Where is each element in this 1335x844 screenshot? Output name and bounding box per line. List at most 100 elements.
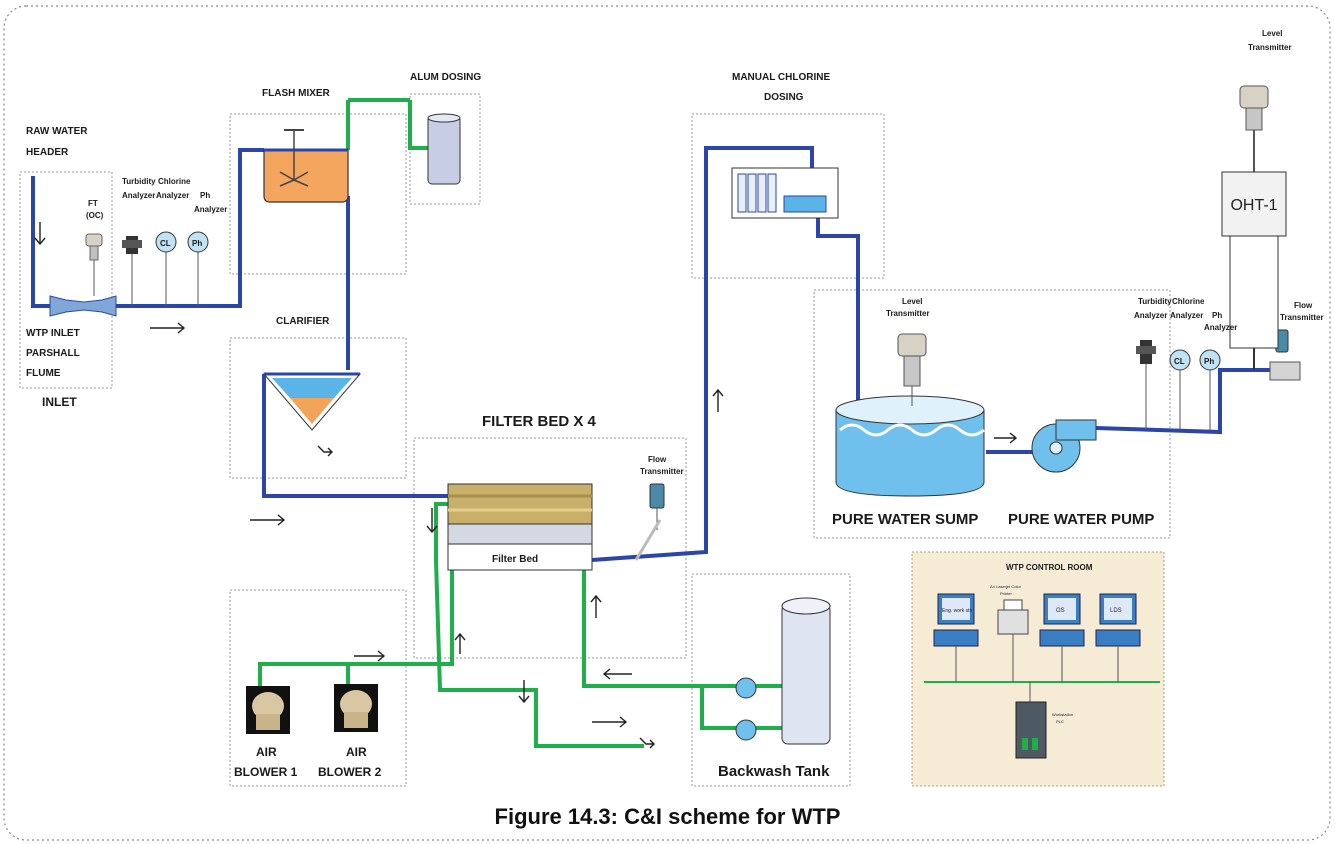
flow-arrows	[34, 222, 1018, 749]
chlorine-label-1: Chlorine	[158, 177, 191, 186]
pure-water-sump-label: PURE WATER SUMP	[832, 511, 978, 528]
chlorine-to-sump-pipe	[816, 210, 860, 416]
sump-level-label-2: Transmitter	[886, 309, 930, 318]
chlorine-label-2: Analyzer	[156, 191, 189, 200]
air-blower-1-label-2: BLOWER 1	[234, 765, 298, 779]
raw-water-header-label-1: RAW WATER	[26, 126, 88, 137]
chlorine-2-label-1: Chlorine	[1172, 297, 1205, 306]
cr-eng-label: Eng. work stn	[942, 608, 973, 614]
raw-water-pipe	[31, 148, 264, 308]
oht-flow-label-2: Transmitter	[1280, 313, 1324, 322]
cr-printer-label-1: A4 Laserjet Color	[990, 584, 1022, 589]
flow-transmitter-label-1: Flow	[648, 455, 667, 464]
backwash-tank	[781, 597, 831, 745]
clarifier-box	[229, 337, 407, 479]
backwash-tank-label: Backwash Tank	[718, 763, 830, 780]
cr-printer-label-2: Printer	[1000, 591, 1012, 596]
wtp-inlet-label-2: PARSHALL	[26, 348, 80, 359]
backwash-pump2-pipe	[700, 686, 740, 730]
oht-level-label-1: Level	[1262, 29, 1282, 38]
chlorine-dosing-unit	[731, 167, 839, 219]
alum-tank	[427, 113, 461, 185]
air-blower-1-label-1: AIR	[256, 745, 277, 759]
cr-plc-label-1: Workstation	[1052, 712, 1073, 717]
backwash-return-pipe	[582, 560, 736, 688]
manual-chlorine-label-2: DOSING	[764, 92, 804, 103]
chlorine-2-label-2: Analyzer	[1170, 311, 1203, 320]
flash-mixer-label: FLASH MIXER	[262, 88, 331, 99]
cr-os-label: OS	[1056, 608, 1065, 614]
wtp-inlet-label-1: WTP INLET	[26, 328, 80, 339]
turbidity-label-1: Turbidity	[122, 177, 156, 186]
outer-frame	[3, 5, 1331, 841]
backwash-pump-2-icon	[735, 719, 757, 741]
turbidity-2-label-2: Analyzer	[1134, 311, 1167, 320]
filter-to-chlorine-pipe	[591, 146, 814, 562]
level-transmitter-sump-icon	[897, 333, 927, 406]
cr-plc-label-2: PLC	[1056, 719, 1064, 724]
lds-workstation-icon	[1095, 593, 1141, 682]
ph-badge-2-label: Ph	[1204, 357, 1214, 366]
wtp-inlet-label-3: FLUME	[26, 368, 61, 379]
ft-label-2: (OC)	[86, 211, 104, 220]
turbidity-2-label-1: Turbidity	[1138, 297, 1172, 306]
filter-bed-x4-label: FILTER BED X 4	[482, 413, 597, 430]
flow-transmitter-label-2: Transmitter	[640, 467, 684, 476]
air-blower-2-icon	[334, 684, 378, 732]
ft-label-1: FT	[88, 199, 98, 208]
chlorine-analyzer-2-icon	[1169, 349, 1191, 430]
ft-oc-icon	[85, 233, 103, 296]
parshall-flume-icon	[49, 295, 117, 317]
cl-badge-2-label: CL	[1174, 357, 1185, 366]
clarifier-to-filter-pipe	[262, 374, 448, 498]
clarifier-tank	[262, 372, 362, 431]
alum-line-tank	[408, 100, 428, 150]
ph-2-label-2: Analyzer	[1204, 323, 1237, 332]
ph-analyzer-icon	[187, 231, 209, 306]
cl-badge-label: CL	[160, 239, 171, 248]
inlet-box	[19, 171, 113, 389]
level-transmitter-oht-icon	[1239, 85, 1269, 131]
air-header-pipe	[258, 560, 454, 686]
plc-icon	[1015, 682, 1047, 759]
filter-drain-pipe	[434, 502, 644, 748]
turbidity-analyzer-icon	[122, 236, 142, 306]
air-blower-1-icon	[246, 686, 290, 734]
pure-water-sump-tank	[835, 395, 985, 497]
flash-mixer-tank	[263, 129, 349, 203]
filter-bed-label: Filter Bed	[492, 554, 538, 565]
sump-level-label-1: Level	[902, 297, 922, 306]
filter-bed-box	[413, 437, 687, 659]
air-blower-2-label-1: AIR	[346, 745, 367, 759]
air-blower-box	[229, 589, 407, 787]
flash-mixer-box	[229, 113, 407, 275]
manual-chlorine-label-1: MANUAL CHLORINE	[732, 72, 830, 83]
backwash-pump-1-icon	[735, 677, 757, 699]
control-room-label: WTP CONTROL ROOM	[1006, 563, 1093, 572]
turbidity-label-2: Analyzer	[122, 191, 155, 200]
oht-level-label-2: Transmitter	[1248, 43, 1292, 52]
chlorine-dosing-box	[691, 113, 885, 279]
cr-lds-label: LDS	[1110, 608, 1122, 614]
chlorine-analyzer-icon	[155, 231, 177, 306]
flow-transmitter-filter-icon	[634, 483, 665, 561]
air-blower-2-label-2: BLOWER 2	[318, 765, 382, 779]
clarifier-label: CLARIFIER	[276, 316, 330, 327]
pure-water-box	[813, 289, 1171, 539]
pump-discharge-pipe	[1095, 368, 1300, 435]
oht-flow-label-1: Flow	[1294, 301, 1313, 310]
ph-label-1: Ph	[200, 191, 210, 200]
pure-water-pump-icon	[1031, 419, 1097, 473]
inlet-label: INLET	[42, 395, 77, 409]
figure-caption: Figure 14.3: C&I scheme for WTP	[494, 804, 841, 829]
eng-workstation-icon	[933, 593, 979, 682]
ph-analyzer-2-icon	[1199, 349, 1221, 430]
backwash-box	[691, 573, 851, 787]
turbidity-analyzer-2-icon	[1136, 340, 1156, 430]
oht-1-tank	[1221, 130, 1287, 370]
alum-dosing-label: ALUM DOSING	[410, 72, 481, 83]
ph-badge-label: Ph	[192, 239, 202, 248]
raw-water-header-label-2: HEADER	[26, 147, 69, 158]
